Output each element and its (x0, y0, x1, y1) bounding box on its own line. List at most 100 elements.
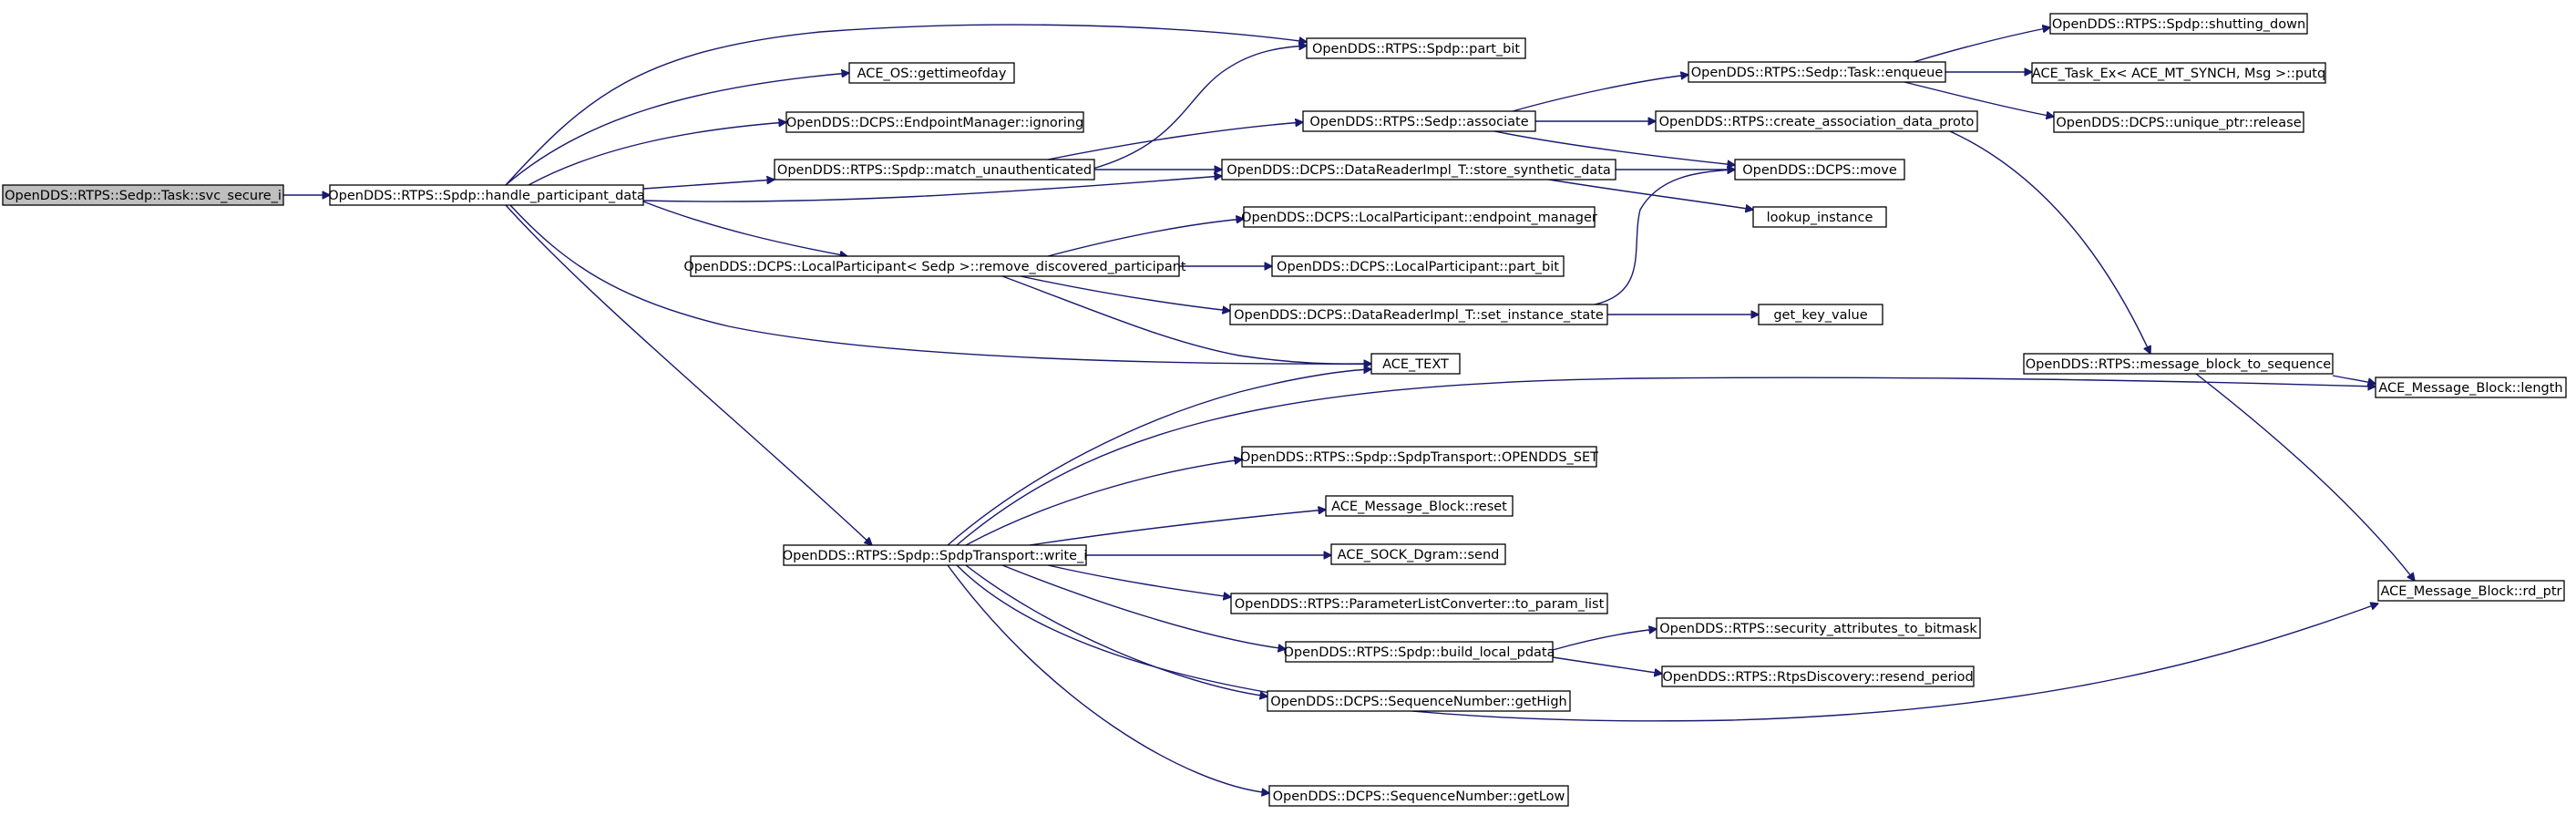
edge-message-block-to-sequence-to-mb-rd-ptr (2195, 373, 2415, 581)
node-label: ACE_OS::gettimeofday (857, 67, 1007, 81)
node-box (2375, 377, 2567, 398)
node-box (1330, 543, 1506, 565)
node-label: ACE_TEXT (1382, 357, 1449, 372)
node-box (2031, 62, 2326, 84)
node-label: OpenDDS::RTPS::Spdp::build_local_pdata (1283, 645, 1555, 660)
node-box (1302, 110, 1536, 132)
node-label: OpenDDS::DCPS::LocalParticipant::endpoin… (1241, 211, 1597, 225)
node-label: OpenDDS::RTPS::Spdp::SpdpTransport::writ… (783, 549, 1088, 563)
node-box (1306, 37, 1526, 59)
node-get-low[interactable]: OpenDDS::DCPS::SequenceNumber::getLow (1268, 785, 1569, 807)
node-box (1661, 665, 1975, 687)
node-box (1285, 641, 1554, 663)
node-label: OpenDDS::RTPS::RtpsDiscovery::resend_per… (1662, 670, 1973, 685)
edge-write-i-to-get-high (965, 564, 1267, 696)
node-shutting-down[interactable]: OpenDDS::RTPS::Spdp::shutting_down (2049, 13, 2308, 35)
edge-handle-participant-data-to-match-unauthenticated (642, 180, 775, 190)
edge-write-i-to-to-param-list (1047, 564, 1231, 597)
node-label: OpenDDS::DCPS::move (1742, 163, 1897, 178)
node-endpoint-manager[interactable]: OpenDDS::DCPS::LocalParticipant::endpoin… (1241, 206, 1597, 228)
node-label: OpenDDS::DCPS::EndpointManager::ignoring (786, 116, 1083, 130)
node-box (1267, 690, 1571, 712)
node-box (1221, 159, 1616, 181)
node-label: OpenDDS::RTPS::message_block_to_sequence (2026, 357, 2332, 372)
node-dgram-send[interactable]: ACE_SOCK_Dgram::send (1330, 543, 1506, 565)
node-unique-ptr-release[interactable]: OpenDDS::DCPS::unique_ptr::release (2053, 111, 2304, 133)
node-label: OpenDDS::RTPS::Spdp::part_bit (1312, 42, 1520, 57)
node-box (1734, 159, 1905, 181)
node-mb-reset[interactable]: ACE_Message_Block::reset (1325, 495, 1514, 517)
node-match-unauthenticated[interactable]: OpenDDS::RTPS::Spdp::match_unauthenticat… (774, 159, 1095, 181)
node-ace-text[interactable]: ACE_TEXT (1370, 353, 1461, 375)
node-lookup-instance[interactable]: lookup_instance (1752, 206, 1887, 228)
node-label: OpenDDS::RTPS::create_association_data_p… (1659, 115, 1975, 129)
node-resend-period[interactable]: OpenDDS::RTPS::RtpsDiscovery::resend_per… (1661, 665, 1975, 687)
node-box (2377, 580, 2565, 602)
edge-write-i-to-mb-reset (1029, 510, 1326, 546)
edge-remove-discovered-participant-to-set-instance-state (1020, 275, 1230, 311)
edge-handle-participant-data-to-ignoring (528, 122, 786, 186)
edge-enqueue-to-unique-ptr-release (1904, 81, 2054, 117)
node-label: OpenDDS::RTPS::Sedp::Task::svc_secure_i (5, 189, 282, 203)
edge-write-i-to-get-low (947, 564, 1269, 793)
node-label: ACE_Task_Ex< ACE_MT_SYNCH, Msg >::putq (2032, 67, 2325, 81)
edge-match-unauthenticated-to-associate (1047, 122, 1303, 160)
node-dcps-move[interactable]: OpenDDS::DCPS::move (1734, 159, 1905, 181)
node-label: OpenDDS::RTPS::Sedp::associate (1309, 115, 1528, 129)
node-mb-length[interactable]: ACE_Message_Block::length (2375, 377, 2567, 398)
node-label: OpenDDS::DCPS::LocalParticipant< Sedp >:… (683, 260, 1186, 274)
node-associate[interactable]: OpenDDS::RTPS::Sedp::associate (1302, 110, 1536, 132)
edge-write-i-to-mb-length (956, 377, 2376, 546)
node-label: OpenDDS::DCPS::SequenceNumber::getLow (1273, 789, 1565, 804)
node-box (1688, 61, 1946, 83)
node-security-attributes-to-bitmask[interactable]: OpenDDS::RTPS::security_attributes_to_bi… (1656, 617, 1981, 639)
node-opendds-set[interactable]: OpenDDS::RTPS::Spdp::SpdpTransport::OPEN… (1240, 446, 1598, 468)
edge-handle-participant-data-to-ace-text (509, 204, 1371, 364)
edge-handle-participant-data-to-write-i (505, 204, 872, 545)
node-write-i[interactable]: OpenDDS::RTPS::Spdp::SpdpTransport::writ… (783, 544, 1088, 566)
edge-message-block-to-sequence-to-mb-length (2332, 375, 2376, 384)
edge-enqueue-to-shutting-down (1913, 27, 2050, 63)
node-get-high[interactable]: OpenDDS::DCPS::SequenceNumber::getHigh (1267, 690, 1571, 712)
node-create-association-data-proto[interactable]: OpenDDS::RTPS::create_association_data_p… (1655, 110, 1978, 132)
node-mb-rd-ptr[interactable]: ACE_Message_Block::rd_ptr (2377, 580, 2565, 602)
node-message-block-to-sequence[interactable]: OpenDDS::RTPS::message_block_to_sequence (2023, 353, 2334, 375)
node-label: OpenDDS::RTPS::Sedp::Task::enqueue (1691, 66, 1944, 80)
node-lp-part-bit[interactable]: OpenDDS::DCPS::LocalParticipant::part_bi… (1271, 255, 1565, 277)
edge-write-i-to-mb-rd-ptr (956, 564, 2378, 722)
node-ignoring[interactable]: OpenDDS::DCPS::EndpointManager::ignoring (785, 111, 1084, 133)
edge-write-i-to-ace-text (947, 369, 1371, 546)
node-label: OpenDDS::RTPS::Spdp::shutting_down (2052, 17, 2305, 32)
node-label: ACE_Message_Block::length (2378, 381, 2562, 396)
node-to-param-list[interactable]: OpenDDS::RTPS::ParameterListConverter::t… (1230, 593, 1608, 614)
node-label: OpenDDS::DCPS::DataReaderImpl_T::set_ins… (1234, 308, 1604, 323)
node-spdp-part-bit[interactable]: OpenDDS::RTPS::Spdp::part_bit (1306, 37, 1526, 59)
node-get-key-value[interactable]: get_key_value (1758, 304, 1883, 325)
node-box (2023, 353, 2334, 375)
node-box (2049, 13, 2308, 35)
node-handle-participant-data[interactable]: OpenDDS::RTPS::Spdp::handle_participant_… (328, 184, 645, 206)
edge-build-local-pdata-to-resend-period (1552, 656, 1662, 674)
node-remove-discovered-participant[interactable]: OpenDDS::DCPS::LocalParticipant< Sedp >:… (683, 255, 1186, 277)
node-enqueue[interactable]: OpenDDS::RTPS::Sedp::Task::enqueue (1688, 61, 1946, 83)
edge-handle-participant-data-to-store-synthetic-data (642, 176, 1222, 202)
node-svc-secure-i[interactable]: OpenDDS::RTPS::Sedp::Task::svc_secure_i (2, 184, 284, 206)
node-putq[interactable]: ACE_Task_Ex< ACE_MT_SYNCH, Msg >::putq (2031, 62, 2326, 84)
edge-set-instance-state-to-dcps-move (1594, 170, 1735, 305)
node-box (1758, 304, 1883, 325)
node-store-synthetic-data[interactable]: OpenDDS::DCPS::DataReaderImpl_T::store_s… (1221, 159, 1616, 181)
node-label: OpenDDS::DCPS::unique_ptr::release (2056, 116, 2301, 130)
node-box (1655, 110, 1978, 132)
node-label: ACE_Message_Block::reset (1331, 500, 1507, 514)
node-build-local-pdata[interactable]: OpenDDS::RTPS::Spdp::build_local_pdata (1283, 641, 1555, 663)
node-box (783, 544, 1087, 566)
edge-associate-to-dcps-move (1493, 130, 1735, 165)
edge-associate-to-enqueue (1512, 75, 1688, 112)
node-gettimeofday[interactable]: ACE_OS::gettimeofday (848, 62, 1015, 84)
edges-layer (283, 24, 2415, 793)
node-box (329, 184, 644, 206)
node-box (1370, 353, 1461, 375)
node-set-instance-state[interactable]: OpenDDS::DCPS::DataReaderImpl_T::set_ins… (1229, 304, 1608, 325)
node-label: OpenDDS::RTPS::Spdp::SpdpTransport::OPEN… (1240, 450, 1598, 465)
